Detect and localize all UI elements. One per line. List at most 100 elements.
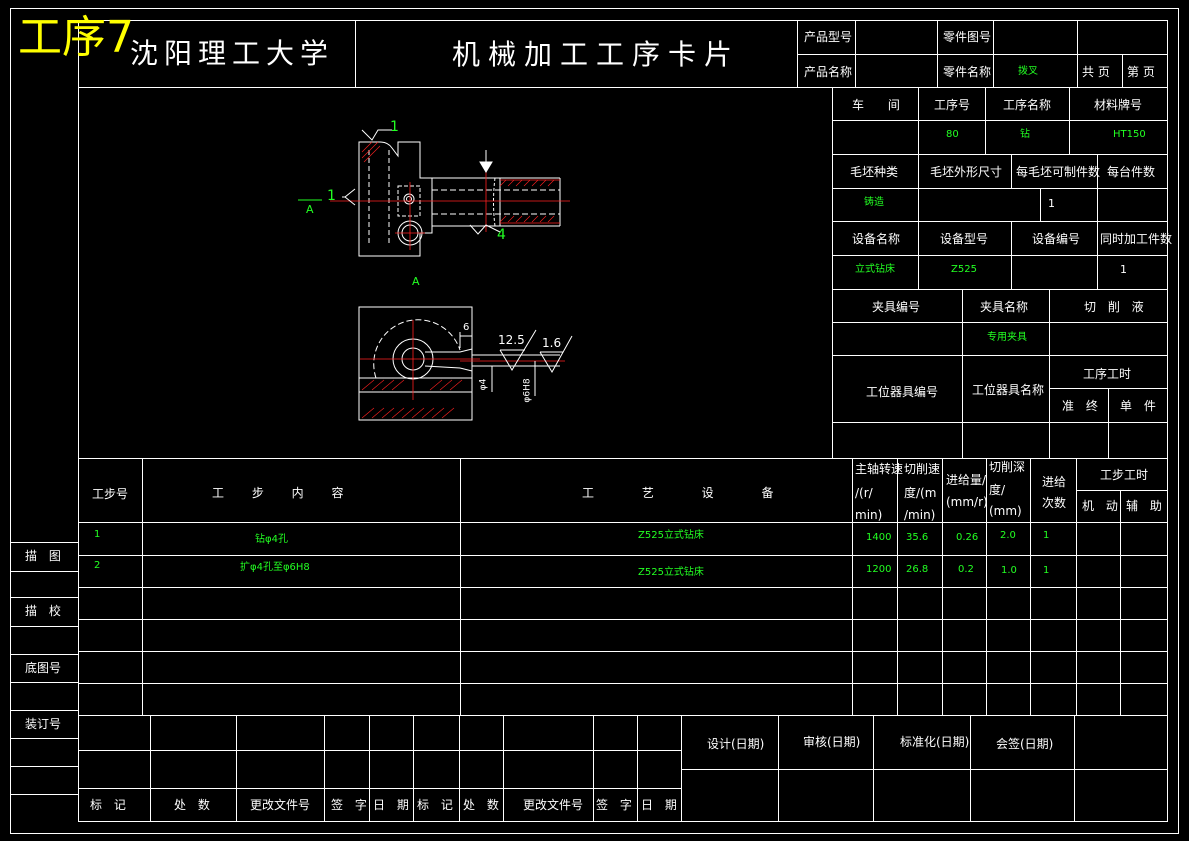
row-1-depth: 2.0 <box>1000 530 1016 541</box>
station-tool-name-label: 工位器具名称 <box>972 383 1045 397</box>
side-label-base-drawing-no: 底图号 <box>25 661 62 675</box>
footer-change-doc-2: 更改文件号 <box>523 798 584 812</box>
row-1-passes: 1 <box>1043 530 1050 541</box>
process-name-value: 钻 <box>1020 129 1030 140</box>
footer-date: 日 期 <box>373 798 413 812</box>
header-feed-1: 进给量/ <box>946 473 987 487</box>
row-2-passes: 1 <box>1043 565 1050 576</box>
simultaneous-value: 1 <box>1120 263 1127 276</box>
header-passes-2: 次数 <box>1042 496 1067 510</box>
side-label-traced: 描 校 <box>25 604 65 618</box>
footer-sign: 签 字 <box>331 798 371 812</box>
row-1-no: 1 <box>94 529 101 540</box>
process-time-label: 工序工时 <box>1083 367 1132 381</box>
header-step-content: 工 步 内 容 <box>212 486 356 500</box>
header-spindle-speed-1: 主轴转速 <box>855 462 904 476</box>
fixture-no-label: 夹具编号 <box>872 300 921 314</box>
part-name-label: 零件名称 <box>943 65 992 79</box>
footer-count-2: 处 数 <box>463 798 503 812</box>
header-step-time: 工步工时 <box>1100 468 1149 482</box>
row-2-equipment: Z525立式钻床 <box>638 567 704 578</box>
material-label: 材料牌号 <box>1094 98 1143 112</box>
row-2-speed: 1200 <box>866 564 892 575</box>
dim-phi4: φ4 <box>478 378 489 391</box>
dim-6: 6 <box>463 322 470 333</box>
equipment-name-value: 立式钻床 <box>855 264 895 275</box>
header-cut-depth-2: 度/ <box>989 483 1006 497</box>
card-title: 机械加工工序卡片 <box>452 38 741 71</box>
roughness-12-5: 12.5 <box>498 333 525 347</box>
blank-size-label: 毛坯外形尺寸 <box>930 165 1003 179</box>
footer-design: 设计(日期) <box>707 737 765 751</box>
footer-countersign: 会签(日期) <box>996 737 1054 751</box>
drawing-label-1b: 1 <box>327 188 336 204</box>
part-drawing-section-view <box>358 306 560 421</box>
footer-sign-2: 签 字 <box>596 798 636 812</box>
footer-mark-2: 标 记 <box>417 798 457 812</box>
header-cutting-speed-2: 度/(m <box>904 486 937 500</box>
university-name: 沈阳理工大学 <box>130 37 335 70</box>
footer-count: 处 数 <box>174 798 214 812</box>
row-2-cspeed: 26.8 <box>906 564 929 575</box>
footer-date-2: 日 期 <box>641 798 681 812</box>
row-2-no: 2 <box>94 560 101 571</box>
footer-change-doc: 更改文件号 <box>250 798 311 812</box>
header-step-no: 工步号 <box>92 487 129 501</box>
units-per-set-label: 每台件数 <box>1107 165 1156 179</box>
header-feed-2: (mm/r) <box>946 495 988 509</box>
footer-review: 审核(日期) <box>803 735 861 749</box>
equipment-model-label: 设备型号 <box>940 232 989 246</box>
row-1-equipment: Z525立式钻床 <box>638 530 704 541</box>
total-pages-label: 共 页 <box>1082 65 1110 79</box>
header-cutting-speed-3: /min) <box>904 508 936 522</box>
row-1-speed: 1400 <box>866 532 892 543</box>
row-1-content: 钻φ4孔 <box>255 534 288 545</box>
unit-label: 单 件 <box>1120 399 1160 413</box>
row-2-content: 扩φ4孔至φ6H8 <box>240 562 310 573</box>
header-equipment: 工 艺 设 备 <box>582 486 796 500</box>
station-tool-no-label: 工位器具编号 <box>866 385 939 399</box>
parts-per-blank-label: 每毛坯可制件数 <box>1016 165 1101 179</box>
header-cut-depth-3: (mm) <box>989 504 1022 518</box>
header-cutting-speed-1: 切削速 <box>904 462 941 476</box>
page-no-label: 第 页 <box>1127 65 1155 79</box>
row-2-feed: 0.2 <box>958 564 974 575</box>
equipment-name-label: 设备名称 <box>852 232 901 246</box>
part-name-value: 拨叉 <box>1018 66 1038 77</box>
part-drawing-front-view <box>358 141 561 257</box>
footer-mark: 标 记 <box>90 798 130 812</box>
row-2-depth: 1.0 <box>1001 565 1017 576</box>
fixture-name-value: 专用夹具 <box>987 332 1027 343</box>
workshop-label: 车 间 <box>852 98 910 112</box>
header-spindle-speed-3: min) <box>855 508 883 522</box>
product-name-label: 产品名称 <box>804 65 853 79</box>
product-model-label: 产品型号 <box>804 30 853 44</box>
process-name-label: 工序名称 <box>1003 98 1052 112</box>
row-1-feed: 0.26 <box>956 532 979 543</box>
drawing-label-1: 1 <box>390 119 399 135</box>
header-auxiliary: 辅 助 <box>1126 499 1166 513</box>
process-no-value: 80 <box>946 129 959 140</box>
blank-type-label: 毛坯种类 <box>850 165 899 179</box>
header-spindle-speed-2: /(r/ <box>855 486 873 500</box>
coolant-label: 切 削 液 <box>1084 300 1148 314</box>
equipment-no-label: 设备编号 <box>1032 232 1081 246</box>
prep-label: 准 终 <box>1062 399 1102 413</box>
drawing-label-4: 4 <box>497 227 506 243</box>
header-cut-depth-1: 切削深 <box>989 460 1026 474</box>
equipment-model-value: Z525 <box>951 264 977 275</box>
footer-standardize: 标准化(日期) <box>900 735 970 749</box>
process-no-label: 工序号 <box>934 98 971 112</box>
side-label-binding-no: 装订号 <box>25 717 62 731</box>
parts-per-blank-value: 1 <box>1048 197 1055 210</box>
dim-phi6h8: φ6H8 <box>522 378 533 403</box>
material-value: HT150 <box>1113 129 1146 140</box>
header-machine: 机 动 <box>1082 499 1122 513</box>
side-label-drawn: 描 图 <box>25 549 65 563</box>
blank-type-value: 铸造 <box>864 197 884 208</box>
overlay-title: 工序7 <box>18 12 134 63</box>
roughness-1-6: 1.6 <box>542 336 562 350</box>
drawing-label-a2: A <box>412 275 420 288</box>
fixture-name-label: 夹具名称 <box>980 300 1029 314</box>
